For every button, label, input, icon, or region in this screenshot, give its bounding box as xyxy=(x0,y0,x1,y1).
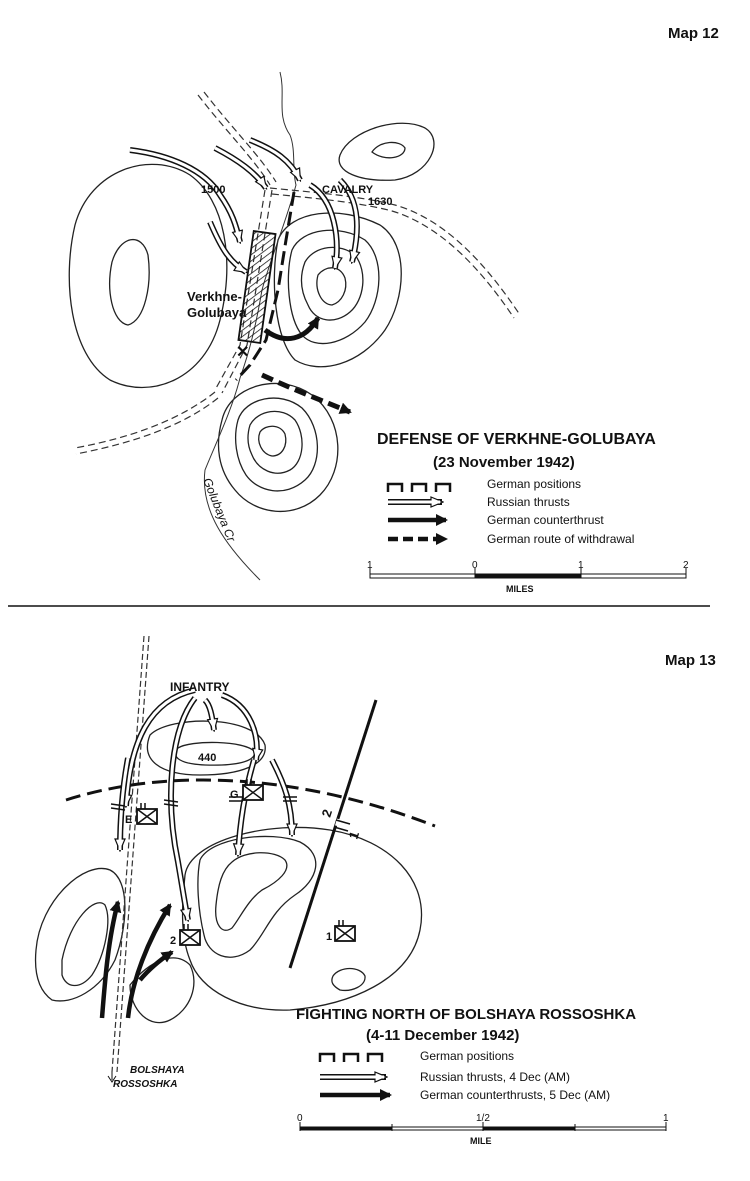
map13-contours xyxy=(34,720,423,1024)
unit-g-icon xyxy=(242,779,264,801)
hill-440-label: 440 xyxy=(198,752,216,764)
sector-boundary xyxy=(288,699,378,969)
boundary-break xyxy=(335,818,351,830)
map12-number: Map 12 xyxy=(668,25,719,42)
map12-scale-tick-1: 1 xyxy=(367,560,373,571)
map12-contours xyxy=(68,122,435,513)
map12-german-positions xyxy=(234,191,296,382)
crossing-icon: ✕ xyxy=(236,344,249,361)
verkhne-golubaya-town-icon xyxy=(237,229,277,345)
map12-roads xyxy=(74,91,521,455)
map13-title: FIGHTING NORTH OF BOLSHAYA ROSSOSHKA xyxy=(296,1006,636,1023)
bolshaya-label-line2: ROSSOSHKA xyxy=(113,1079,177,1090)
map13-roads xyxy=(111,635,150,1073)
map13-scale-tick-3: 1 xyxy=(663,1113,669,1124)
infantry-label: INFANTRY xyxy=(170,680,230,694)
map13-german-positions xyxy=(65,778,436,828)
map12-scale-bar xyxy=(369,568,687,579)
map12-legend: German positions Russian thrusts German … xyxy=(386,477,634,546)
unit-2-label: 2 xyxy=(170,935,176,947)
map13-russian-thrusts xyxy=(120,687,292,920)
unit-2-icon xyxy=(179,924,201,946)
map12-scale-tick-3: 1 xyxy=(578,560,584,571)
town-label-line2: Golubaya xyxy=(187,305,247,320)
map13-scale-tick-1: 0 xyxy=(297,1113,303,1124)
map12-russian-thrusts xyxy=(129,137,357,275)
map13-scale-unit: MILE xyxy=(470,1136,492,1146)
map12-german-withdrawal xyxy=(260,372,352,415)
map12-legend-label-1: German positions xyxy=(487,477,581,491)
unit-e-icon xyxy=(136,803,158,825)
map13-scale-tick-2: 1/2 xyxy=(476,1113,490,1124)
bolshaya-label-line1: BOLSHAYA xyxy=(130,1065,185,1076)
map12-title: DEFENSE OF VERKHNE-GOLUBAYA xyxy=(377,431,656,448)
bolshaya-direction-icon xyxy=(107,1072,117,1083)
map12-legend-label-2: Russian thrusts xyxy=(487,495,570,509)
creek-label: Golubaya Cr xyxy=(200,476,239,545)
cavalry-label: CAVALRY xyxy=(322,184,374,196)
map13-number: Map 13 xyxy=(665,652,716,669)
town-label-line1: Verkhne- xyxy=(187,289,242,304)
map12-legend-label-4: German route of withdrawal xyxy=(487,532,634,546)
map12-legend-label-3: German counterthrust xyxy=(487,513,604,527)
map12-german-counterthrust xyxy=(263,316,321,341)
map13-german-counterthrusts xyxy=(99,900,174,1019)
map13-legend-label-1: German positions xyxy=(420,1049,514,1063)
positions-icon xyxy=(386,482,452,492)
unit-g-label: G xyxy=(230,789,239,801)
map13-legend-label-2: Russian thrusts, 4 Dec (AM) xyxy=(420,1070,570,1084)
map12-scale-unit: MILES xyxy=(506,584,534,594)
unit-1-label: 1 xyxy=(326,931,332,943)
boundary-label-top: 2 xyxy=(319,807,336,819)
map13-date: (4-11 December 1942) xyxy=(366,1027,519,1044)
unit-1-icon xyxy=(334,920,356,942)
map12-date: (23 November 1942) xyxy=(433,454,575,471)
map12-scale-tick-2: 0 xyxy=(472,560,478,571)
time-1500-label: 1500 xyxy=(201,184,225,196)
boundary-label-bottom: 1 xyxy=(346,829,363,841)
map13-scale-bar xyxy=(299,1122,667,1131)
positions-icon xyxy=(318,1052,384,1062)
unit-e-label: E xyxy=(125,814,132,826)
map13-thrust-hash-icons xyxy=(110,796,297,811)
map12-scale-tick-4: 2 xyxy=(683,560,689,571)
map13-legend: German positions Russian thrusts, 4 Dec … xyxy=(318,1049,610,1102)
boundary-break-top-icon xyxy=(335,819,351,825)
boundary-break-bottom-icon xyxy=(333,826,349,832)
map13-legend-label-3: German counterthrusts, 5 Dec (AM) xyxy=(420,1088,610,1102)
time-1630-label: 1630 xyxy=(368,196,392,208)
